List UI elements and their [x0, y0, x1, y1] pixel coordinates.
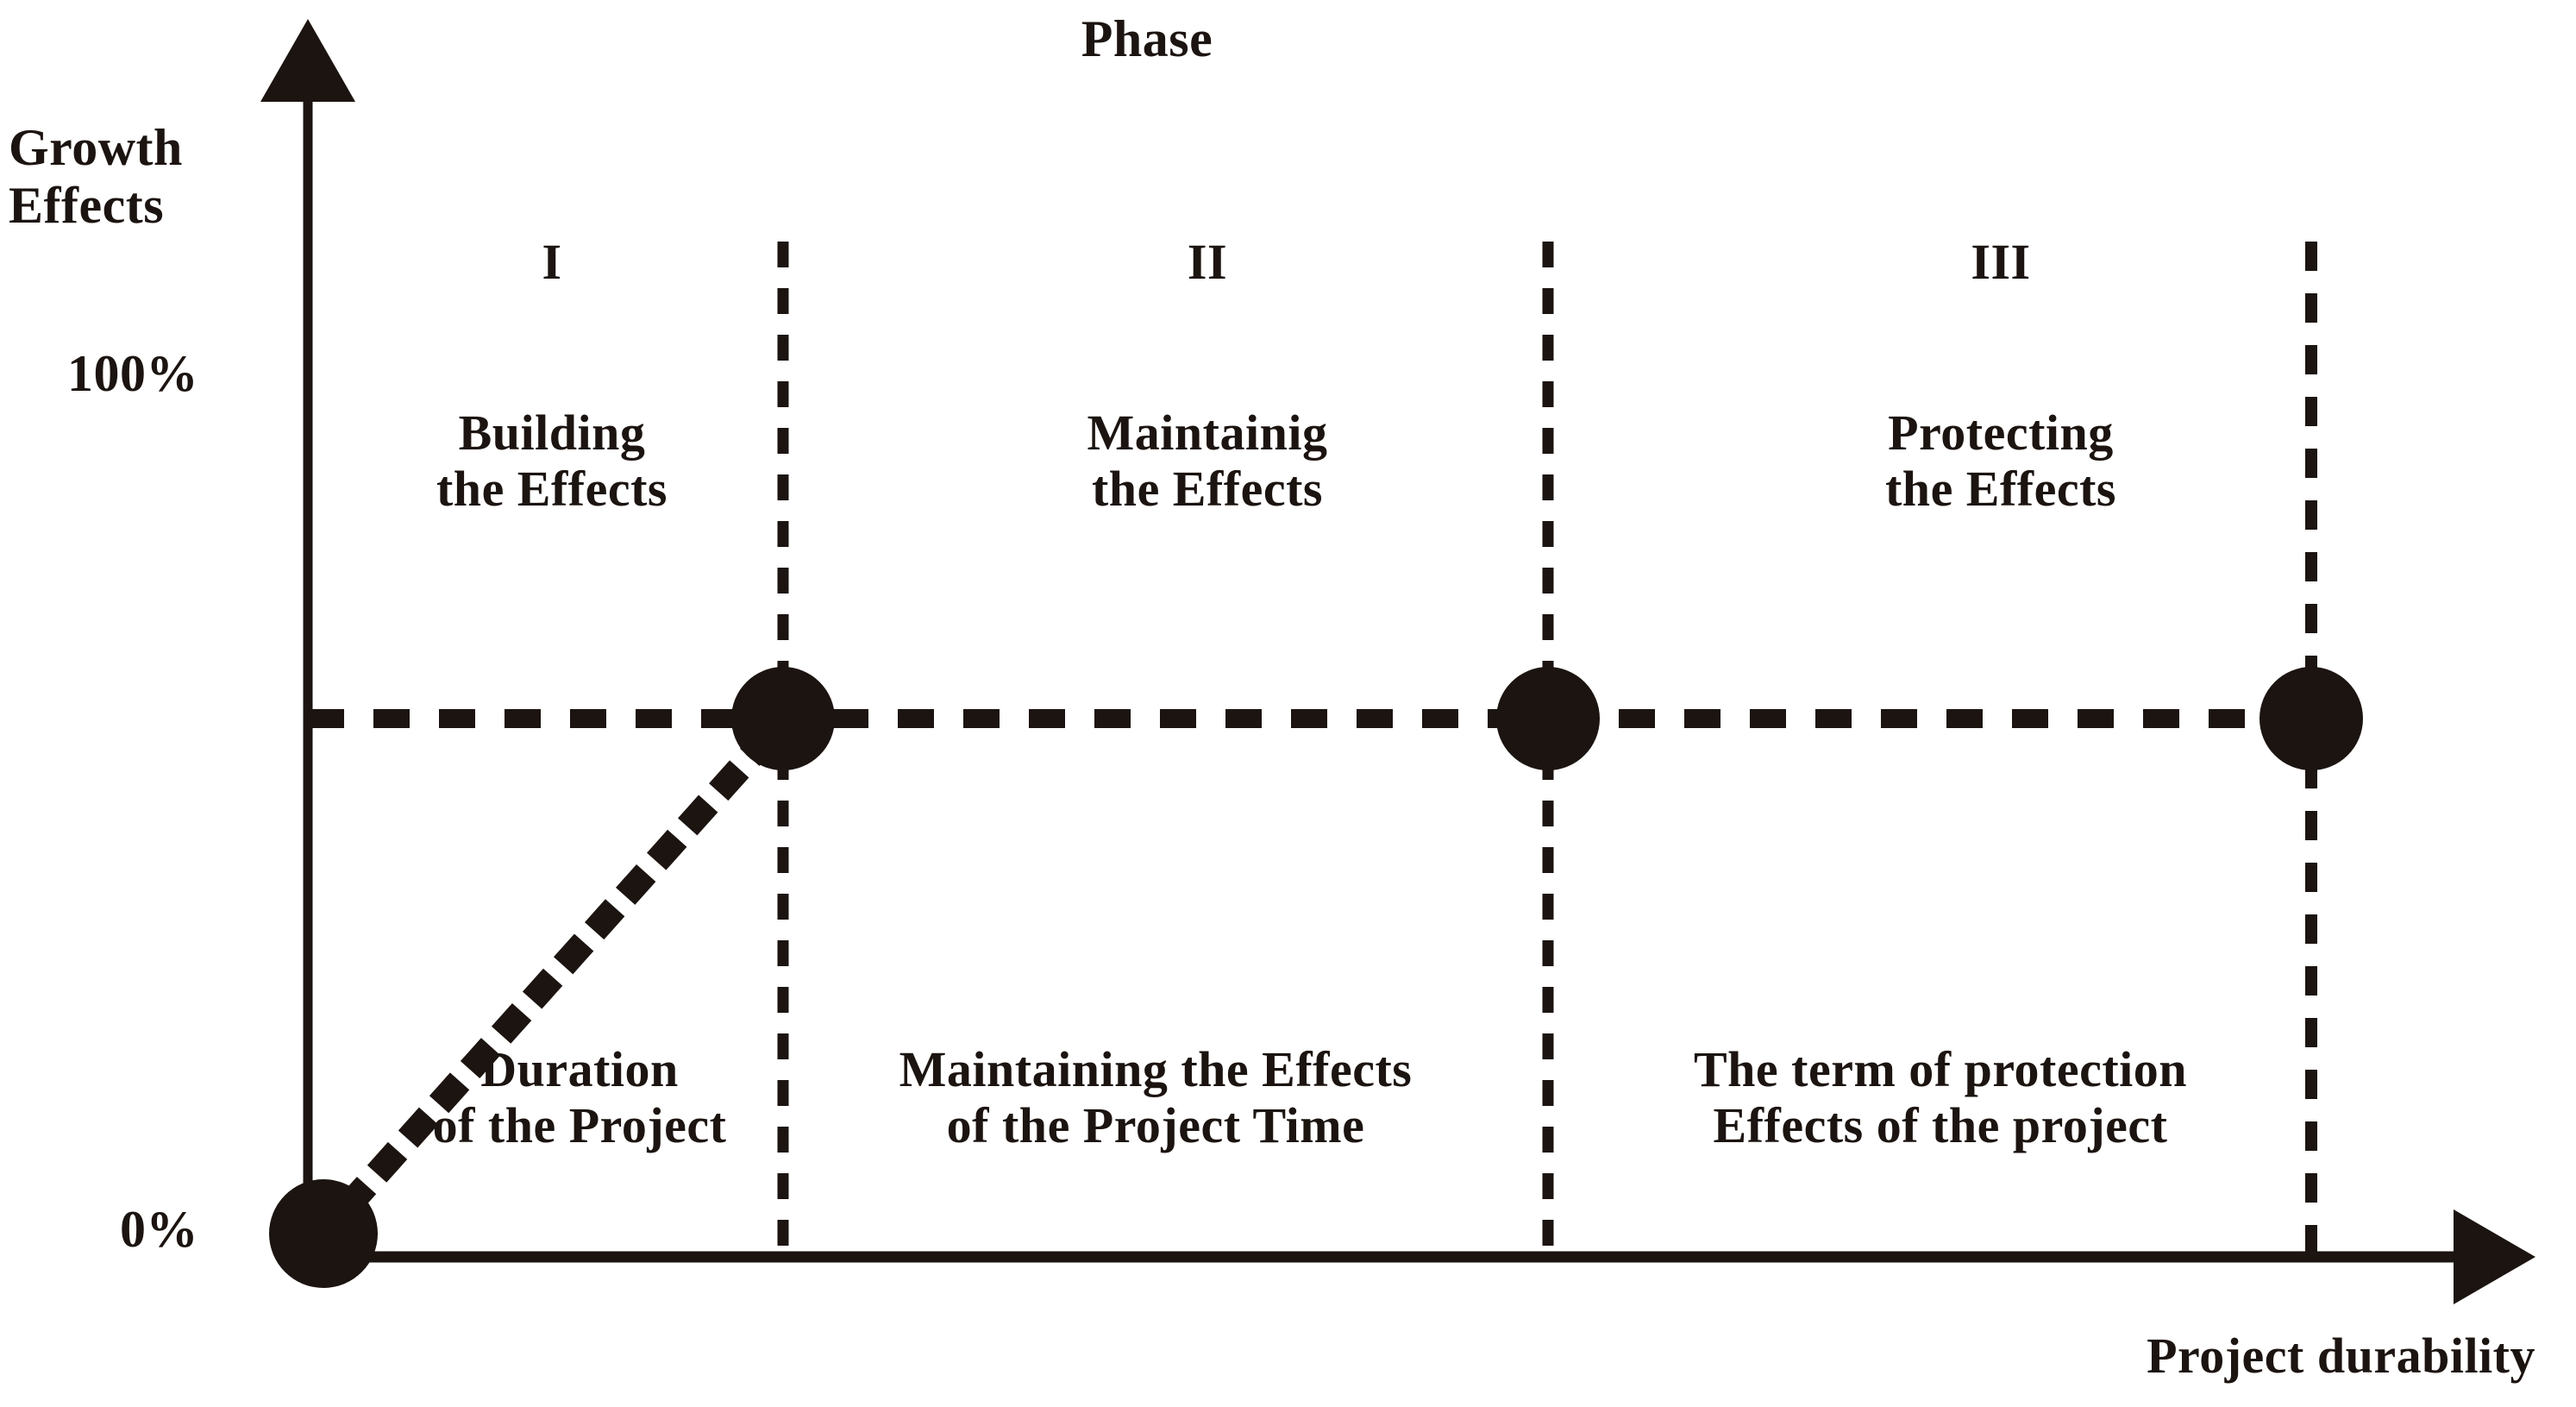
- x-axis-title: Project durability: [2147, 1328, 2535, 1384]
- phase-numeral-2: II: [1187, 234, 1228, 290]
- y-axis-title: Growth Effects: [9, 119, 183, 235]
- chart-title: Phase: [1081, 10, 1213, 67]
- y-axis-tick-100: 100%: [67, 345, 198, 402]
- y-axis-tick-0: 0%: [120, 1201, 198, 1258]
- phase-span-label-3: The term of protection Effects of the pr…: [1693, 1041, 2188, 1153]
- phase-numeral-3: III: [1971, 234, 2031, 290]
- phase-name-2: Maintainig the Effects: [1087, 405, 1328, 517]
- phase-name-1: Building the Effects: [436, 405, 668, 517]
- y-axis-arrowhead: [260, 19, 355, 102]
- data-point-phase-2: [1496, 667, 1600, 770]
- phase-span-label-1: Duration of the Project: [432, 1041, 727, 1153]
- phase-numeral-1: I: [542, 234, 562, 290]
- phase-span-label-2: Maintaining the Effects of the Project T…: [899, 1041, 1413, 1153]
- data-point-phase-3: [2259, 667, 2363, 770]
- x-axis-arrowhead: [2454, 1209, 2535, 1304]
- data-point-phase-1: [731, 667, 835, 770]
- growth-ramp-dotted-line: [304, 704, 799, 1253]
- phase-name-3: Protecting the Effects: [1884, 405, 2117, 517]
- data-point-origin: [269, 1179, 378, 1288]
